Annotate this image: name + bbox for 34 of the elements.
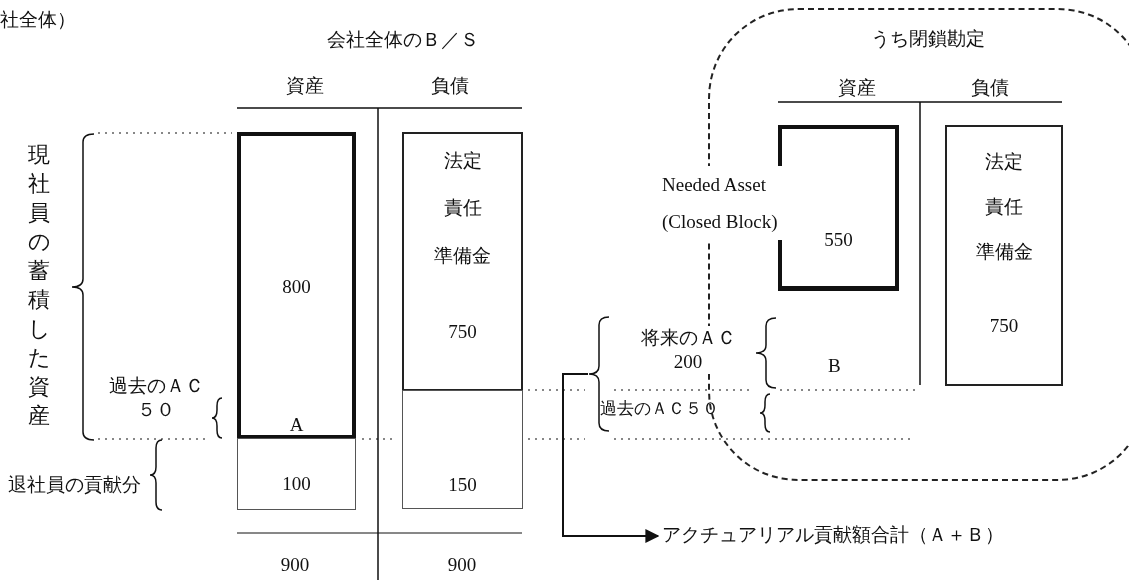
block-letter: A [288,414,305,436]
total-value: 900 [279,553,311,577]
region-title: うち閉鎖勘定 [870,28,986,50]
account-label: 法定 [984,151,1024,173]
account-label: 準備金 [433,245,492,267]
sheet-title: 会社全体のＢ／Ｓ [326,28,480,52]
block-letter: B [828,354,841,378]
asset-block [237,132,356,439]
column-header: 資産 [837,76,877,100]
amount-value: 550 [823,229,854,251]
account-label: 責任 [442,197,483,219]
amount-value: 150 [447,474,478,496]
amount-value: 750 [988,315,1020,337]
amount-value: 750 [447,321,478,343]
liability-block [402,132,523,391]
account-label: 準備金 [974,241,1034,263]
column-header: 資産 [285,74,325,98]
column-header: 負債 [430,74,470,98]
total-value: 900 [446,553,478,577]
balance-block [237,438,356,510]
column-header: 負債 [970,76,1010,100]
amount-value: 800 [281,276,312,298]
bracket-label: 退社員の貢献分 [8,473,141,497]
arrow [562,373,660,543]
bracket-label: 過去のＡＣ５０ [107,374,205,422]
bracket-label: 現社員の蓄積した資産 [28,141,52,430]
balance-block [402,390,523,509]
account-label: 責任 [984,196,1024,218]
page-header: 社全体） [0,8,76,32]
account-label: 法定 [442,150,483,172]
total-label: アクチュアリアル貢献額合計（Ａ＋Ｂ） [662,524,1005,546]
bracket-label: 過去のＡＣ５０ [600,398,719,420]
liability-block [945,125,1063,386]
amount-value: 100 [281,473,312,495]
